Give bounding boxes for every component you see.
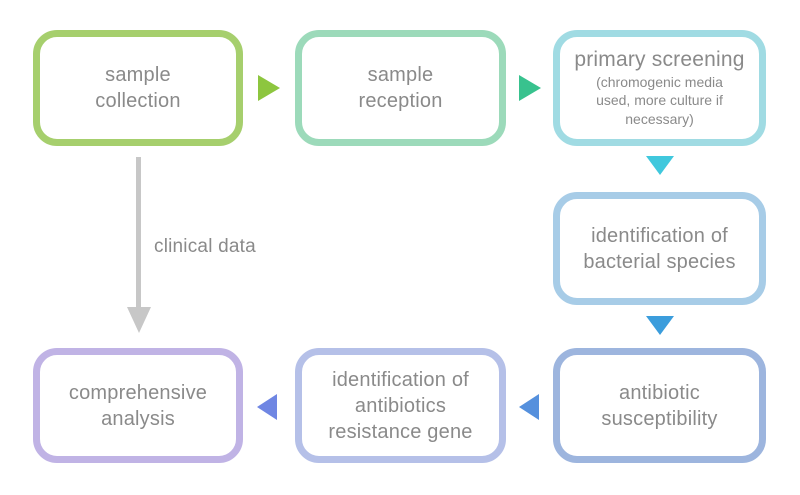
down-arrow-identification-to-susceptibility-icon [646, 316, 674, 335]
node-identification-of-antibiotics-resistance-gene: identification of antibiotics resistance… [295, 348, 506, 463]
left-arrow-susceptibility-to-resistance-gene-icon [519, 394, 539, 420]
right-arrow-collection-to-reception-icon [258, 75, 280, 101]
node-label: identification of antibiotics resistance… [328, 368, 473, 443]
left-arrow-resistance-gene-to-analysis-icon [257, 394, 277, 420]
down-arrow-screening-to-identification-icon [646, 156, 674, 175]
node-sample-reception: sample reception [295, 30, 506, 146]
node-label: antibiotic susceptibility [601, 381, 718, 430]
node-primary-screening: primary screening (chromogenic media use… [553, 30, 766, 146]
clinical-data-connector-line [136, 157, 141, 308]
node-comprehensive-analysis: comprehensive analysis [33, 348, 243, 463]
node-identification-of-bacterial-species: identification of bacterial species [553, 192, 766, 305]
clinical-data-label: clinical data [154, 236, 256, 257]
down-arrow-clinical-data-icon [127, 307, 151, 333]
node-label: sample reception [358, 64, 443, 112]
right-arrow-reception-to-screening-icon [519, 75, 541, 101]
node-label: sample collection [95, 64, 181, 112]
node-antibiotic-susceptibility: antibiotic susceptibility [553, 348, 766, 463]
node-label: comprehensive analysis [68, 381, 208, 430]
node-sublabel: (chromogenic media used, more culture if… [596, 74, 723, 127]
node-sample-collection: sample collection [33, 30, 243, 146]
node-label: primary screening [574, 48, 745, 72]
node-label: identification of bacterial species [583, 224, 736, 273]
